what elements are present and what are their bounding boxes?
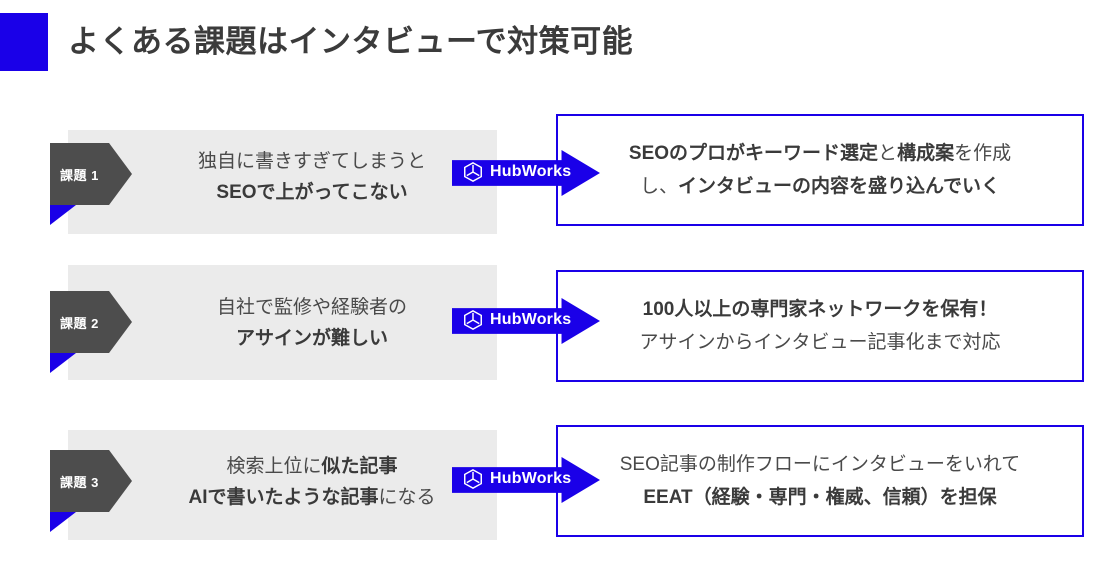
solution-line-2a: 100人以上の専門家ネットワークを保有！ xyxy=(642,299,998,320)
issue-tag-label-3: 課題 3 xyxy=(60,474,99,490)
solution-seg-1g: インタビューの内容を盛り込んでいく xyxy=(677,176,1001,197)
solution-line-3b: EEAT（経験・専門・権威、信頼）を担保 xyxy=(643,487,997,508)
title-accent-block xyxy=(0,13,48,71)
problem-line-3d: になる xyxy=(378,487,436,508)
problem-line-1b: SEOで上がってこない xyxy=(216,182,408,203)
problem-line-2b: アサインが難しい xyxy=(235,328,388,349)
problem-text-1: 独自に書きすぎてしまうと SEOで上がってこない xyxy=(132,146,492,208)
solution-text-1: SEOのプロがキーワード選定と構成案を作成 し、インタビューの内容を盛り込んでい… xyxy=(615,137,1025,203)
solution-line-3a: SEO記事の制作フローにインタビューをいれて xyxy=(619,454,1021,475)
issue-row-2: 課題 2 自社で監修や経験者の アサインが難しい HubWorks 100人以上… xyxy=(0,265,1112,385)
problem-panel-2 xyxy=(68,265,497,380)
problem-line-3b: 似た記事 xyxy=(321,456,398,477)
solution-seg-1b: キーワード選定 xyxy=(745,143,879,164)
solution-box-1: SEOのプロがキーワード選定と構成案を作成 し、インタビューの内容を盛り込んでい… xyxy=(556,114,1084,226)
problem-line-1a: 独自に書きすぎてしまうと xyxy=(197,151,426,172)
hubworks-brand-3: HubWorks xyxy=(462,468,571,490)
hubworks-wordmark-1: HubWorks xyxy=(490,163,572,180)
hexagon-cube-icon xyxy=(462,161,484,183)
solution-seg-1a: SEOのプロが xyxy=(628,143,746,164)
problem-panel-3 xyxy=(68,430,497,540)
issue-tag-label-1: 課題 1 xyxy=(60,167,99,183)
solution-box-2: 100人以上の専門家ネットワークを保有！ アサインからインタビュー記事化まで対応 xyxy=(556,270,1084,382)
issue-row-3: 課題 3 検索上位に似た記事 AIで書いたような記事になる HubWorks S… xyxy=(0,425,1112,540)
solution-seg-1f: し、 xyxy=(639,176,678,197)
hubworks-brand-1: HubWorks xyxy=(462,161,571,183)
solution-seg-1c: と xyxy=(878,143,898,164)
solution-line-2b: アサインからインタビュー記事化まで対応 xyxy=(639,332,1001,353)
problem-line-3a: 検索上位に xyxy=(226,456,322,477)
problem-text-3: 検索上位に似た記事 AIで書いたような記事になる xyxy=(132,451,492,513)
solution-text-3: SEO記事の制作フローにインタビューをいれて EEAT（経験・専門・権威、信頼）… xyxy=(606,448,1035,514)
page-header: よくある課題はインタビューで対策可能 xyxy=(0,0,1112,100)
problem-text-2: 自社で監修や経験者の アサインが難しい xyxy=(132,292,492,354)
solution-seg-1e: を作成 xyxy=(954,143,1012,164)
page-title: よくある課題はインタビューで対策可能 xyxy=(68,24,634,59)
hubworks-brand-2: HubWorks xyxy=(462,309,571,331)
solution-box-3: SEO記事の制作フローにインタビューをいれて EEAT（経験・専門・権威、信頼）… xyxy=(556,425,1084,537)
issue-tag-label-2: 課題 2 xyxy=(60,315,99,331)
hexagon-cube-icon xyxy=(462,468,484,490)
hubworks-wordmark-2: HubWorks xyxy=(490,311,572,328)
issue-row-1: 課題 1 独自に書きすぎてしまうと SEOで上がってこない HubWorks S… xyxy=(0,114,1112,236)
solution-seg-1d: 構成案 xyxy=(897,143,955,164)
problem-line-3c: AIで書いたような記事 xyxy=(188,487,379,508)
problem-panel-1 xyxy=(68,130,497,234)
hubworks-wordmark-3: HubWorks xyxy=(490,470,572,487)
solution-text-2: 100人以上の専門家ネットワークを保有！ アサインからインタビュー記事化まで対応 xyxy=(625,293,1014,359)
hexagon-cube-icon xyxy=(462,309,484,331)
problem-line-2a: 自社で監修や経験者の xyxy=(216,297,407,318)
